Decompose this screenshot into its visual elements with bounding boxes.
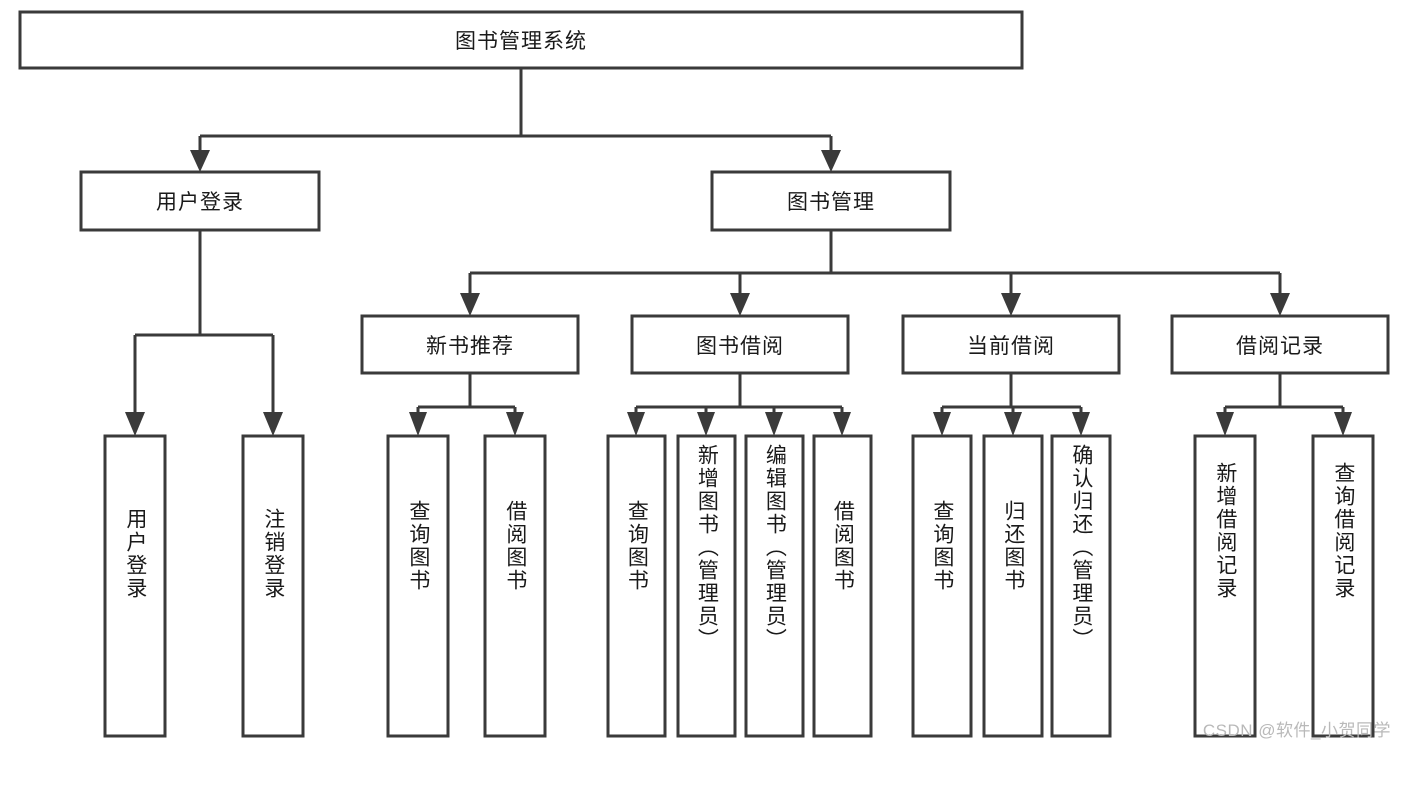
arrow-head-icon: [506, 412, 524, 436]
arrow-head-icon: [263, 412, 283, 436]
arrow-head-icon: [125, 412, 145, 436]
arrow-head-icon: [1270, 293, 1290, 316]
edge-book-borrow-to-leaves: [627, 373, 851, 436]
node-leaf-query-book-2-box[interactable]: [606, 434, 667, 738]
node-leaf-edit-book-box[interactable]: [744, 434, 805, 738]
node-book-borrow-box[interactable]: [630, 314, 850, 375]
node-leaf-confirm-return-box[interactable]: [1050, 434, 1112, 738]
node-current-borrow-box[interactable]: [901, 314, 1121, 375]
node-leaf-return-book-box[interactable]: [982, 434, 1044, 738]
arrow-head-icon: [409, 412, 427, 436]
arrow-head-icon: [190, 150, 210, 172]
node-leaf-borrow-book-1-box[interactable]: [483, 434, 547, 738]
node-leaf-borrow-book-2-box[interactable]: [812, 434, 873, 738]
edge-current-borrow-to-leaves: [933, 373, 1090, 436]
arrow-head-icon: [821, 150, 841, 172]
arrow-head-icon: [933, 412, 951, 436]
node-new-book-rec-box[interactable]: [360, 314, 580, 375]
diagram-canvas: 图书管理系统 用户登录 图书管理 新书推荐 图书借阅 当前借阅 借阅记录 用户登…: [18, 10, 1391, 740]
arrow-head-icon: [697, 412, 715, 436]
edge-book-manage-to-level2: [460, 230, 1290, 316]
arrow-head-icon: [1216, 412, 1234, 436]
arrow-head-icon: [730, 293, 750, 316]
edge-root-to-level1: [190, 68, 841, 172]
edge-new-book-rec-to-leaves: [409, 373, 524, 436]
node-leaf-query-book-1-box[interactable]: [386, 434, 450, 738]
node-leaf-add-record-box[interactable]: [1193, 434, 1257, 738]
node-leaf-query-book-3-box[interactable]: [911, 434, 973, 738]
arrow-head-icon: [1072, 412, 1090, 436]
node-borrow-record-box[interactable]: [1170, 314, 1390, 375]
edge-borrow-record-to-leaves: [1216, 373, 1352, 436]
arrow-head-icon: [833, 412, 851, 436]
node-root-box[interactable]: [18, 10, 1024, 70]
node-user-login-box[interactable]: [79, 170, 321, 232]
node-book-manage-box[interactable]: [710, 170, 952, 232]
arrow-head-icon: [460, 293, 480, 316]
edge-user-login-to-leaves: [125, 230, 283, 436]
arrow-head-icon: [1334, 412, 1352, 436]
node-leaf-user-login-box[interactable]: [103, 434, 167, 738]
arrow-head-icon: [1001, 293, 1021, 316]
arrow-head-icon: [765, 412, 783, 436]
node-leaf-user-logout-box[interactable]: [241, 434, 305, 738]
arrow-head-icon: [627, 412, 645, 436]
arrow-head-icon: [1004, 412, 1022, 436]
node-leaf-query-record-box[interactable]: [1311, 434, 1375, 738]
watermark-text: CSDN @软件_小贺同学: [1202, 721, 1391, 740]
flowchart-svg: [18, 10, 1390, 738]
node-leaf-add-book-box[interactable]: [676, 434, 737, 738]
